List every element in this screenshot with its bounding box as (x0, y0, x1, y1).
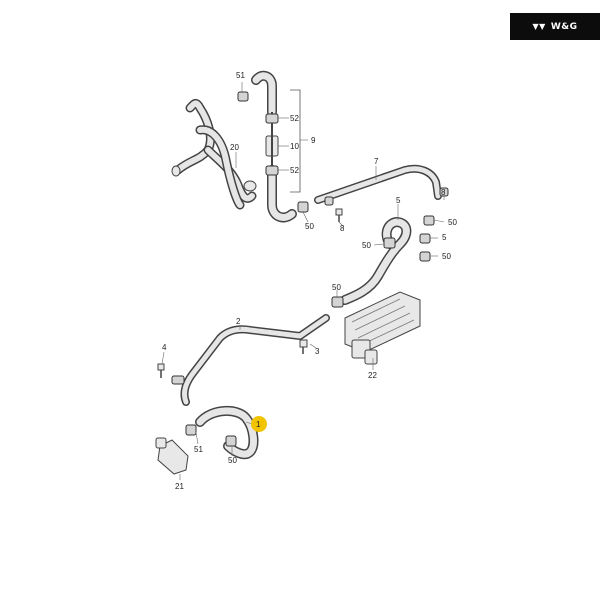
callout-50a: 50 (305, 222, 314, 231)
callout-2: 2 (236, 317, 241, 326)
leader-lines (161, 82, 445, 480)
callout-20: 20 (230, 143, 239, 152)
callout-5a: 5 (396, 196, 401, 205)
callout-3: 3 (315, 347, 320, 356)
callout-4: 4 (162, 343, 167, 352)
callout-7: 7 (374, 157, 379, 166)
pump-21 (155, 437, 189, 475)
callout-10: 10 (290, 142, 299, 151)
callout-51a: 51 (236, 71, 245, 80)
callout-52b: 52 (290, 166, 299, 175)
hose-1 (185, 406, 259, 460)
hose-assembly-9 (237, 70, 309, 223)
callout-50e: 50 (332, 283, 341, 292)
hose-5 (331, 215, 435, 308)
hose-7 (314, 164, 449, 222)
cooler-unit-22 (344, 291, 421, 365)
callout-50d: 50 (442, 252, 451, 261)
callout-1-highlight[interactable] (251, 416, 267, 432)
callout-5b: 5 (442, 233, 447, 242)
callout-21: 21 (175, 482, 184, 491)
hose-2 (157, 314, 330, 406)
wing-logo-icon: ▼▼ (532, 22, 546, 31)
callout-1[interactable]: 1 (256, 420, 261, 429)
hose-assembly-20 (171, 98, 257, 210)
callout-8b: 8 (441, 188, 446, 197)
callout-50b: 50 (448, 218, 457, 227)
brand-name: W&G (550, 21, 578, 32)
callout-51b: 51 (194, 445, 203, 454)
callout-labels: 1 2 3 4 5 5 7 8 8 9 10 20 21 22 50 50 50… (162, 71, 457, 491)
callout-9: 9 (311, 136, 316, 145)
callout-8a: 8 (340, 224, 345, 233)
callout-50c: 50 (362, 241, 371, 250)
callout-50f: 50 (228, 456, 237, 465)
callout-52a: 52 (290, 114, 299, 123)
callout-22: 22 (368, 371, 377, 380)
brand-logo: ▼▼ W&G (510, 13, 600, 40)
